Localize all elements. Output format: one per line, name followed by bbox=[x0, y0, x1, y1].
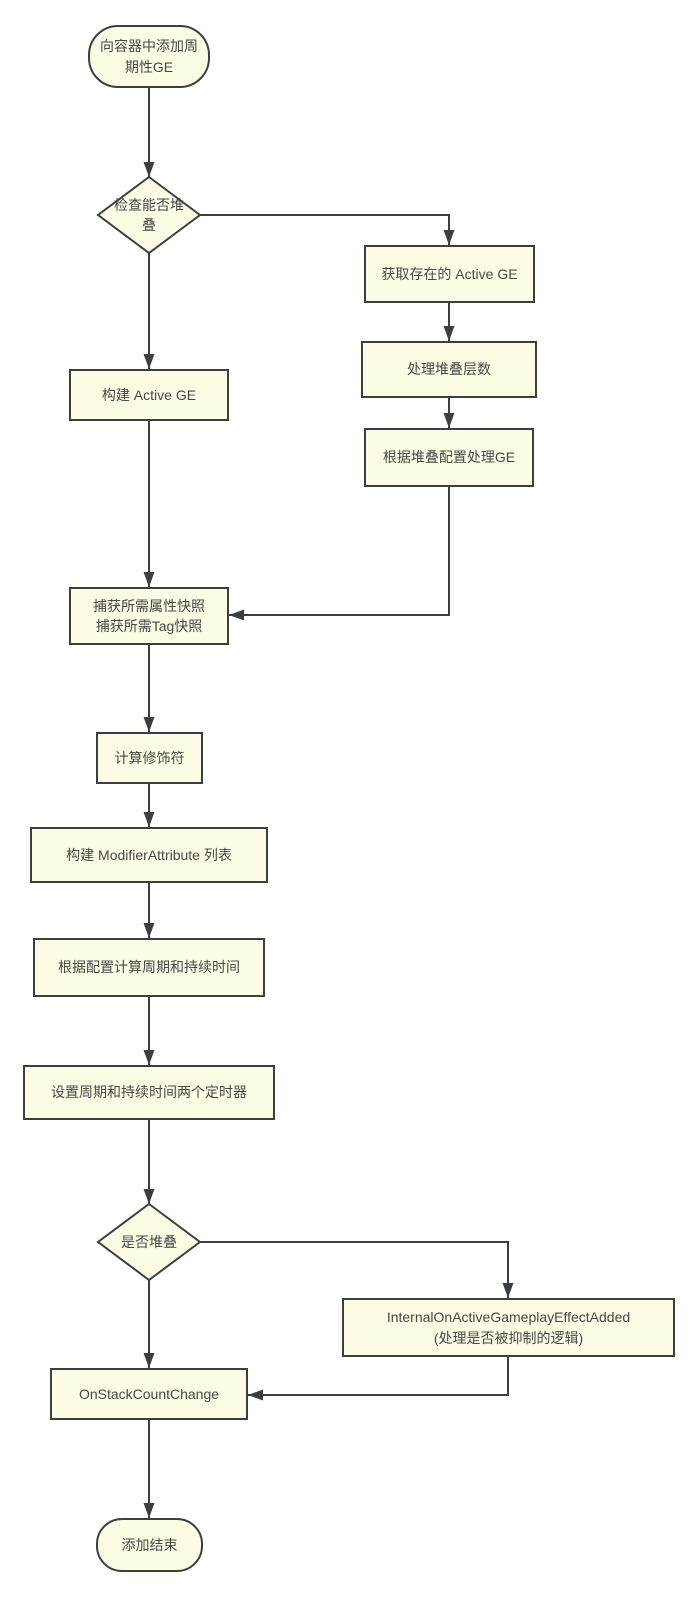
node-internal-on-added-label: InternalOnActiveGameplayEffectAdded (处理是… bbox=[386, 1309, 631, 1346]
node-build-modifier-attribute-list: 构建 ModifierAttribute 列表 bbox=[30, 827, 268, 883]
node-build-active-ge-label: 构建 Active GE bbox=[101, 386, 197, 403]
decision-check-stack-label: 检查能否堆 叠 bbox=[114, 196, 184, 233]
decision-is-stacked-label: 是否堆叠 bbox=[121, 1233, 177, 1250]
node-build-active-ge: 构建 Active GE bbox=[69, 369, 229, 421]
decision-is-stacked-shape bbox=[96, 1202, 202, 1282]
node-calc-modifiers-label: 计算修饰符 bbox=[114, 749, 185, 766]
node-set-timers: 设置周期和持续时间两个定时器 bbox=[23, 1065, 275, 1120]
node-set-timers-label: 设置周期和持续时间两个定时器 bbox=[51, 1084, 247, 1101]
node-start-label: 向容器中添加周 期性GE bbox=[100, 38, 198, 75]
decision-check-stack: 检查能否堆 叠 bbox=[99, 185, 199, 245]
node-handle-stack-count: 处理堆叠层数 bbox=[361, 341, 537, 398]
node-get-active-ge: 获取存在的 Active GE bbox=[364, 245, 535, 303]
decision-is-stacked: 是否堆叠 bbox=[99, 1212, 199, 1272]
node-on-stack-count-change-label: OnStackCountChange bbox=[78, 1385, 220, 1402]
node-end-label: 添加结束 bbox=[121, 1536, 178, 1553]
node-end: 添加结束 bbox=[96, 1518, 203, 1572]
node-handle-ge-by-stack-config: 根据堆叠配置处理GE bbox=[364, 428, 534, 487]
node-handle-stack-count-label: 处理堆叠层数 bbox=[407, 361, 491, 378]
node-capture-snapshots-label: 捕获所需属性快照 捕获所需Tag快照 bbox=[93, 597, 205, 634]
edge-is-stacked-to-internal-on-added bbox=[200, 1241, 514, 1298]
node-calc-period-duration: 根据配置计算周期和持续时间 bbox=[33, 938, 265, 997]
node-start: 向容器中添加周 期性GE bbox=[88, 25, 210, 88]
edge-internal-on-added-to-on-stack-count-change bbox=[248, 1357, 509, 1401]
node-on-stack-count-change: OnStackCountChange bbox=[50, 1368, 248, 1420]
node-build-modifier-attribute-list-label: 构建 ModifierAttribute 列表 bbox=[66, 846, 232, 863]
node-calc-period-duration-label: 根据配置计算周期和持续时间 bbox=[58, 959, 240, 976]
node-calc-modifiers: 计算修饰符 bbox=[96, 732, 203, 784]
node-internal-on-added: InternalOnActiveGameplayEffectAdded (处理是… bbox=[342, 1298, 675, 1357]
node-get-active-ge-label: 获取存在的 Active GE bbox=[381, 265, 518, 282]
edge-handle-ge-by-stack-config-to-capture-snapshots bbox=[229, 487, 450, 621]
node-capture-snapshots: 捕获所需属性快照 捕获所需Tag快照 bbox=[69, 587, 229, 645]
decision-check-stack-shape bbox=[96, 175, 202, 255]
node-handle-ge-by-stack-config-label: 根据堆叠配置处理GE bbox=[382, 449, 516, 466]
edge-check-stack-to-get-active-ge bbox=[200, 214, 455, 245]
